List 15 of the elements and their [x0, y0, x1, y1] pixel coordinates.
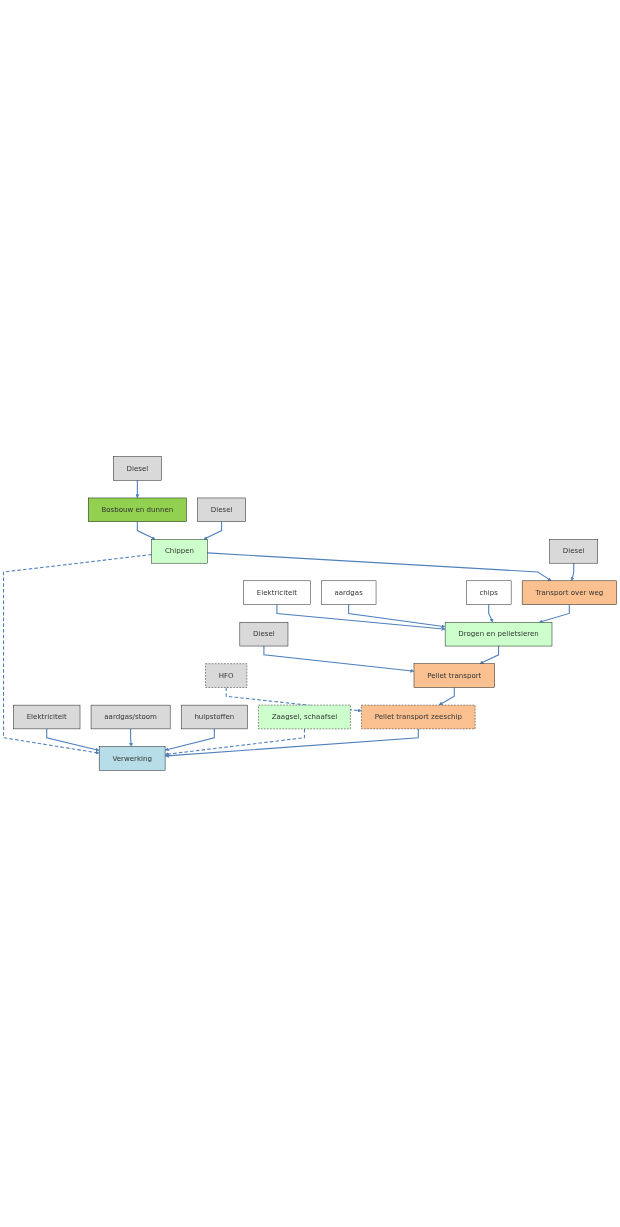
arrow [479, 645, 500, 664]
arrow [206, 552, 552, 582]
arrow [164, 728, 419, 758]
arrow [203, 521, 223, 540]
arrow [263, 645, 415, 673]
arrow [46, 728, 100, 752]
arrow [348, 604, 446, 629]
arrow [539, 604, 570, 624]
arrow [164, 728, 305, 757]
arrow [129, 728, 133, 747]
arrow [136, 521, 156, 540]
arrow [2, 554, 153, 755]
arrow [276, 604, 446, 631]
arrow [164, 728, 215, 752]
arrow [438, 687, 455, 706]
